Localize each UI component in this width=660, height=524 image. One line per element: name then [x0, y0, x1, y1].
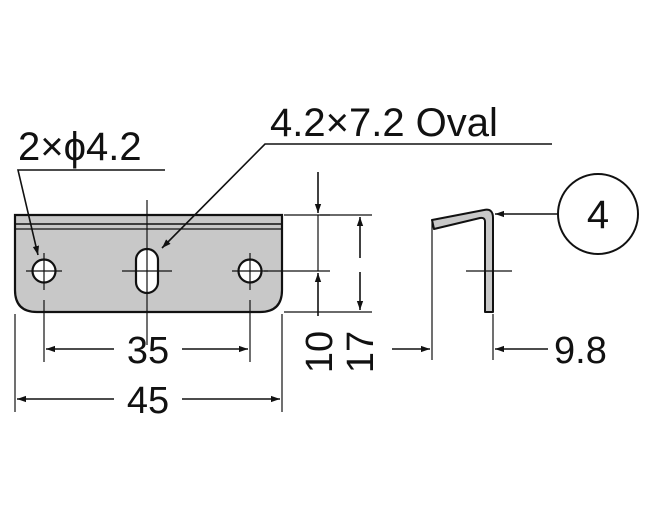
- thickness-callout-circle: [557, 173, 639, 255]
- dim-overall-width: [14, 314, 283, 412]
- holes-leader: [16, 169, 165, 256]
- oval-leader: [161, 143, 552, 249]
- holes-label: 2×ϕ4.2: [18, 125, 142, 169]
- hole-pitch-label: 35: [127, 330, 169, 372]
- overall-width-label: 45: [127, 380, 169, 422]
- oval-slot: [122, 200, 172, 345]
- hole-height-label: 10: [299, 331, 341, 373]
- bracket-profile: [431, 208, 494, 313]
- round-hole-left: [26, 253, 62, 290]
- dim-overall-height: [284, 214, 372, 313]
- dim-hole-pitch: [43, 300, 251, 362]
- depth-label: 9.8: [554, 330, 607, 372]
- thickness-callout-label: 4: [587, 193, 609, 237]
- round-hole-right: [232, 253, 268, 290]
- overall-height-label: 17: [340, 331, 382, 373]
- side-view: 9.8 4: [392, 173, 639, 372]
- front-view: 2×ϕ4.2 4.2×7.2 Oval 35 45 10: [13, 101, 552, 422]
- oval-label: 4.2×7.2 Oval: [270, 101, 498, 145]
